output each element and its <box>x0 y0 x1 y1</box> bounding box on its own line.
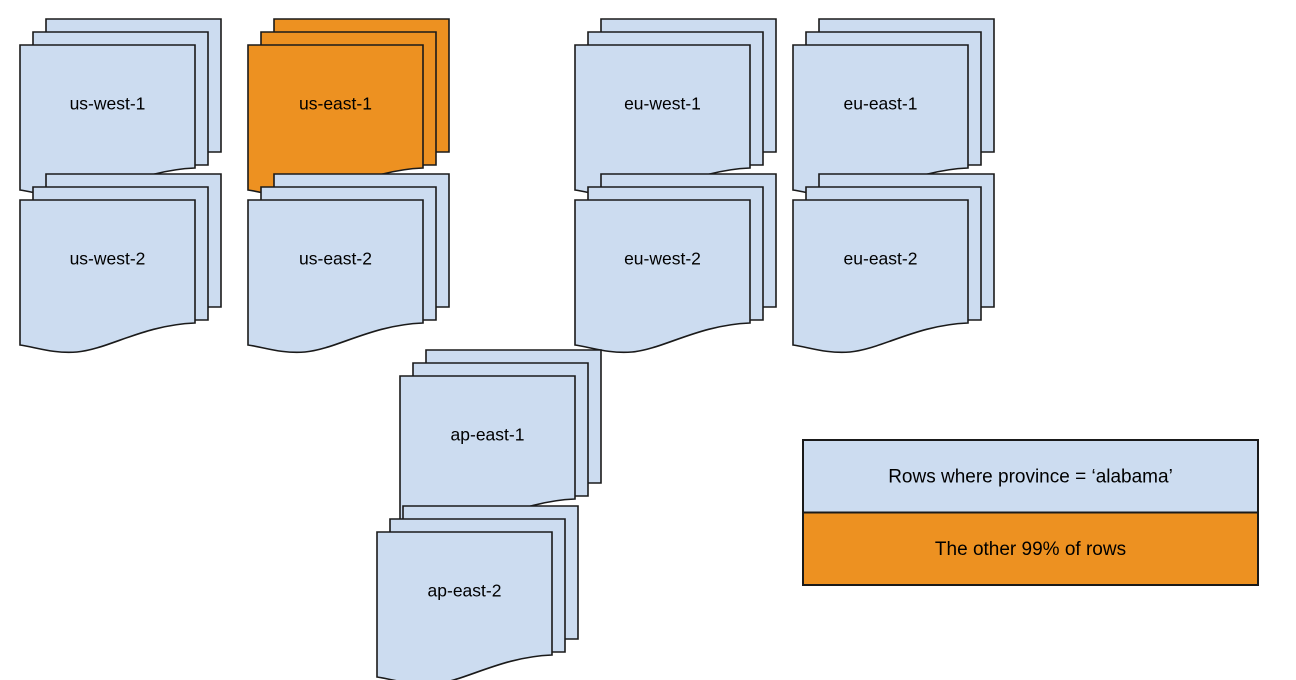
legend-border <box>802 439 1259 586</box>
stack-label: eu-east-2 <box>844 249 918 269</box>
document-stack-us-east-2[interactable]: us-east-2 <box>247 173 450 354</box>
document-stack-ap-east-2[interactable]: ap-east-2 <box>376 505 579 680</box>
stack-label: eu-west-2 <box>624 249 701 269</box>
stack-sheet-front[interactable] <box>376 531 553 680</box>
legend-layer: Rows where province = ‘alabama’ The other… <box>802 439 1259 586</box>
document-stack-eu-east-1[interactable]: eu-east-1 <box>792 18 995 199</box>
stack-label: us-west-1 <box>70 94 146 114</box>
stack-sheet-front[interactable] <box>792 199 969 354</box>
legend-row-other-swatch <box>802 511 1259 586</box>
stack-label: us-east-1 <box>299 94 372 114</box>
stack-sheet-front[interactable] <box>19 199 196 354</box>
stack-label: eu-west-1 <box>624 94 701 114</box>
stack-label: ap-east-2 <box>428 581 502 601</box>
legend-row-other-label: The other 99% of rows <box>935 539 1126 560</box>
stack-label: ap-east-1 <box>451 425 525 445</box>
document-stack-us-west-1[interactable]: us-west-1 <box>19 18 222 199</box>
legend-row-alabama-label: Rows where province = ‘alabama’ <box>888 466 1173 487</box>
stack-label: us-west-2 <box>70 249 146 269</box>
document-stack-ap-east-1[interactable]: ap-east-1 <box>399 349 602 530</box>
stack-label: eu-east-1 <box>844 94 918 114</box>
stack-sheet-front[interactable] <box>247 199 424 354</box>
document-stack-eu-west-1[interactable]: eu-west-1 <box>574 18 777 199</box>
document-stack-eu-west-2[interactable]: eu-west-2 <box>574 173 777 354</box>
document-stack-eu-east-2[interactable]: eu-east-2 <box>792 173 995 354</box>
stack-label: us-east-2 <box>299 249 372 269</box>
legend: Rows where province = ‘alabama’ The other… <box>802 439 1259 586</box>
stacks-layer: us-west-1 us-east-1 eu-west-1 eu-east-1 us-w… <box>19 18 995 680</box>
document-stack-us-east-1[interactable]: us-east-1 <box>247 18 450 199</box>
document-stack-us-west-2[interactable]: us-west-2 <box>19 173 222 354</box>
stack-sheet-front[interactable] <box>574 199 751 354</box>
